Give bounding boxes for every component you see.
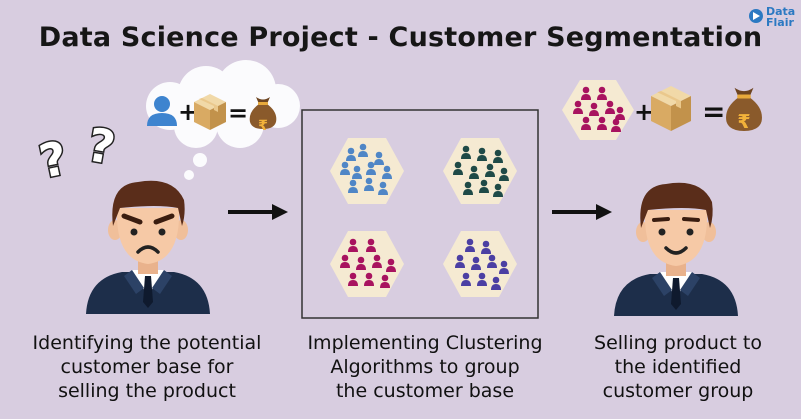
arrow-right-icon — [552, 204, 612, 220]
cluster-blue — [330, 138, 404, 204]
clustering-frame — [301, 109, 539, 319]
caption-line: customer base for — [60, 356, 234, 378]
cluster-teal — [443, 138, 517, 204]
caption-line: the customer base — [335, 380, 515, 402]
caption-line: Selling product to — [594, 332, 762, 354]
dataflair-logo — [749, 9, 763, 23]
user-icon — [147, 96, 177, 126]
caption-line: selling the product — [58, 380, 236, 402]
logo-line-2: Flair — [766, 16, 794, 29]
caption-line: Algorithms to group — [330, 356, 520, 378]
cluster-magenta — [330, 231, 404, 297]
arrow-right-icon — [228, 204, 288, 220]
rupee-sign: ₹ — [737, 111, 750, 133]
box-icon — [651, 86, 691, 131]
cluster-icon — [562, 80, 634, 140]
page-title: Data Science Project - Customer Segmenta… — [38, 22, 763, 53]
plus-sign: + — [178, 98, 198, 126]
logo-line-1: Data — [766, 5, 796, 18]
svg-text:?: ? — [83, 117, 119, 175]
svg-text:?: ? — [35, 131, 72, 189]
rupee-sign: ₹ — [258, 118, 268, 134]
happy-customer-avatar — [614, 182, 738, 316]
caption-line: Identifying the potential — [32, 332, 262, 354]
step-3-caption: Selling product to the identified custom… — [568, 331, 788, 403]
plus-sign: + — [634, 98, 654, 126]
step-1-caption: Identifying the potential customer base … — [18, 331, 276, 403]
cluster-purple — [443, 231, 517, 297]
caption-line: customer group — [602, 380, 754, 402]
equals-sign: = — [702, 95, 725, 128]
question-marks-icon: ? ? — [33, 116, 121, 191]
caption-line: the identified — [614, 356, 742, 378]
confused-customer-avatar — [86, 180, 210, 314]
step-2-caption: Implementing Clustering Algorithms to gr… — [300, 331, 550, 403]
caption-line: Implementing Clustering — [307, 332, 543, 354]
equals-sign: = — [228, 99, 248, 127]
logo-text: Data Flair — [766, 6, 795, 28]
